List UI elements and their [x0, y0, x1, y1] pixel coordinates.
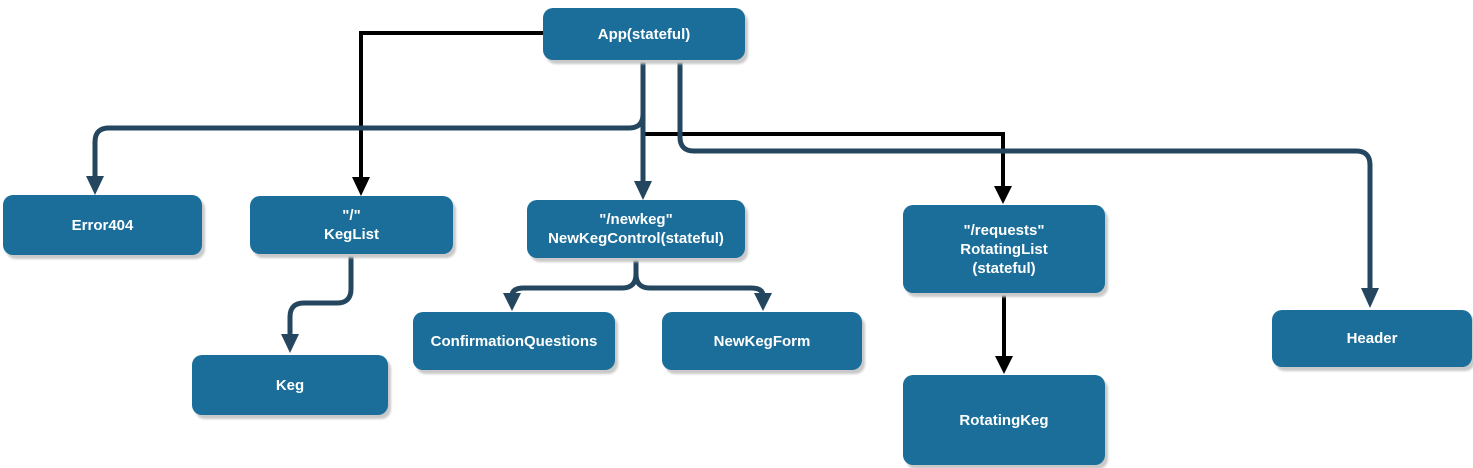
node-keglist-label: KegList: [323, 226, 379, 243]
node-confirmationquestions: ConfirmationQuestions: [413, 312, 615, 370]
arrowhead-keglist: [352, 177, 370, 196]
node-header-label: Header: [1346, 330, 1398, 347]
arrowhead-rotatingkeg: [995, 356, 1013, 374]
node-rotatingkeg-label: RotatingKeg: [959, 411, 1049, 429]
node-rotatinglist-stateful: (stateful): [972, 259, 1036, 277]
edge-app-rotatinglist: [641, 132, 1005, 187]
node-error404-label: Error404: [71, 216, 134, 234]
node-keg-label: Keg: [275, 376, 305, 394]
node-newkegcontrol: "/newkeg" NewKegControl(stateful): [527, 200, 745, 258]
arrowhead-error404: [86, 176, 104, 195]
node-rotatingkeg: RotatingKeg: [903, 375, 1105, 465]
arrowhead-newkegcontrol: [634, 181, 652, 200]
node-app-label: App(stateful): [597, 25, 691, 43]
node-rotatinglist-route: "/requests": [963, 221, 1045, 239]
node-rotatinglist-label: RotatingList: [960, 240, 1048, 258]
node-keg: Keg: [192, 355, 388, 415]
edge-newkegcontrol-confirmationquestions: [509, 258, 639, 297]
edge-app-error404: [92, 113, 646, 177]
edge-newkegcontrol-newkegform: [633, 258, 766, 297]
node-rotatinglist: "/requests" RotatingList (stateful): [903, 205, 1105, 293]
edge-app-keglist: [359, 31, 543, 178]
node-newkegcontrol-route: "/newkeg": [599, 211, 673, 228]
arrowhead-rotatinglist: [994, 186, 1012, 204]
edge-keglist-keg: [287, 254, 354, 335]
node-error404: Error404: [3, 195, 202, 255]
node-newkegform-label: NewKegForm: [713, 332, 811, 350]
node-header: Header: [1272, 310, 1472, 367]
arrowhead-keg: [281, 334, 299, 353]
node-newkegform: NewKegForm: [662, 312, 862, 370]
node-keglist-route: "/": [342, 207, 361, 224]
edge-app-header: [677, 60, 1373, 289]
arrowhead-header: [1361, 288, 1379, 308]
node-newkegcontrol-label: NewKegControl(stateful): [548, 230, 724, 247]
node-confirmationquestions-label: ConfirmationQuestions: [430, 332, 598, 350]
node-app: App(stateful): [543, 8, 745, 60]
arrowhead-newkegform: [754, 293, 772, 311]
node-keglist: "/" KegList: [250, 196, 453, 254]
arrowhead-confirmationquestions: [503, 293, 521, 311]
